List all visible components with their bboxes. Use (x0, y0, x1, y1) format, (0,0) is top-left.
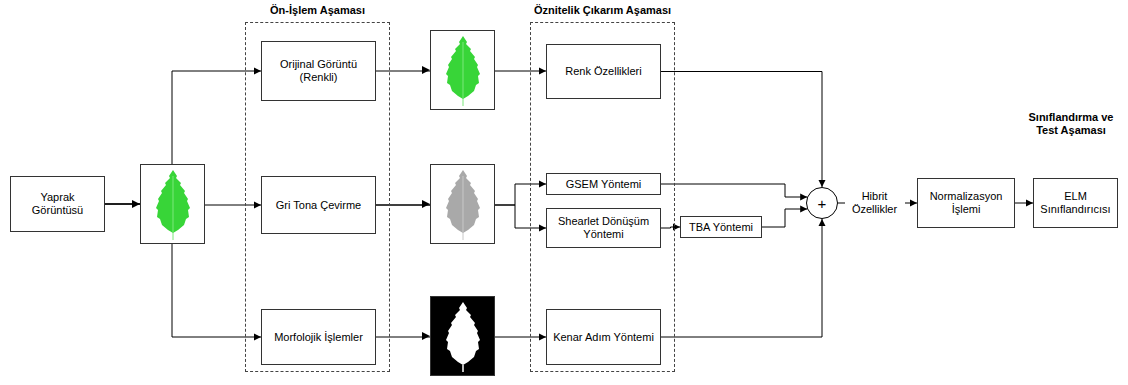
arrow-head (422, 66, 430, 74)
process-box: Morfolojik İşlemler (261, 309, 376, 365)
connector (661, 72, 822, 188)
connector (1015, 203, 1033, 204)
sum-symbol: + (818, 196, 827, 211)
stage-heading: Sınıflandırma ve Test Aşaması (1018, 111, 1124, 137)
box-label: Renk Özellikleri (565, 65, 641, 78)
process-box: Normalizasyon İşlemi (917, 178, 1015, 228)
arrow-head (422, 200, 430, 208)
leaf-image-gray (431, 165, 495, 244)
box-label: Kenar Adım Yöntemi (553, 331, 654, 344)
box-label: Orijinal Görüntü (Renkli) (266, 58, 371, 84)
process-box: Shearlet Dönüşüm Yöntemi (546, 208, 661, 248)
stage-heading: Ön-İşlem Aşaması (206, 4, 429, 17)
box-label: Yaprak Görüntüsü (15, 191, 100, 217)
process-box: Orijinal Görüntü (Renkli) (261, 41, 376, 101)
leaf-image-color (431, 31, 495, 110)
box-label: Shearlet Dönüşüm Yöntemi (551, 215, 656, 241)
box-label: ELM Sınıflandırıcısı (1038, 190, 1113, 216)
process-box: TBA Yöntemi (680, 216, 762, 238)
connector (661, 184, 807, 197)
leaf-image-binary (431, 297, 495, 376)
circle-shape (807, 188, 838, 219)
connector (762, 209, 807, 227)
box-label: Normalizasyon İşlemi (922, 190, 1010, 216)
box-label: GSEM Yöntemi (566, 178, 642, 191)
edge-label: Hibrit Özellikler (845, 189, 905, 217)
sum-junction: + (806, 187, 838, 219)
box-label: Gri Tona Çevirme (276, 199, 361, 212)
stage-heading: Öznitelik Çıkarım Aşaması (491, 4, 714, 17)
box-label: TBA Yöntemi (689, 221, 753, 234)
classifier-box: ELM Sınıflandırıcısı (1033, 178, 1118, 228)
process-box: Renk Özellikleri (546, 44, 661, 99)
input-box: Yaprak Görüntüsü (10, 176, 105, 232)
connector (661, 227, 680, 228)
process-box: Kenar Adım Yöntemi (546, 309, 661, 365)
box-label: Morfolojik İşlemler (274, 331, 363, 344)
stage-group: Öznitelik Çıkarım AşamasıRenk Özellikler… (530, 22, 675, 372)
stage-group: Ön-İşlem AşamasıOrijinal Görüntü (Renkli… (245, 22, 390, 372)
arrow-head (132, 200, 140, 208)
process-box: GSEM Yöntemi (546, 173, 661, 195)
leaf-image (141, 165, 205, 244)
process-box: Gri Tona Çevirme (261, 176, 376, 234)
arrow-head (422, 332, 430, 340)
